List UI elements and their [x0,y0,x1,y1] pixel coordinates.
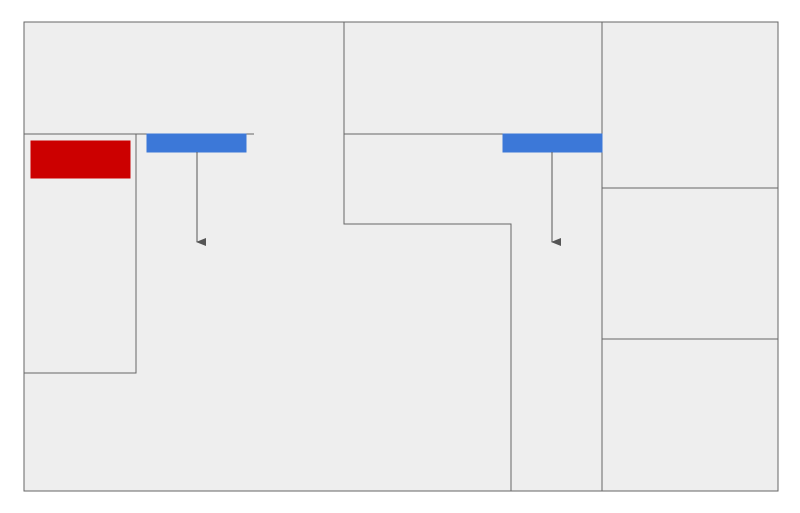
red-marker [30,140,131,179]
wall-center-room [343,22,512,491]
blue-marker-right [502,133,603,153]
blue-marker-left [146,133,247,153]
floor-outline [23,21,779,492]
